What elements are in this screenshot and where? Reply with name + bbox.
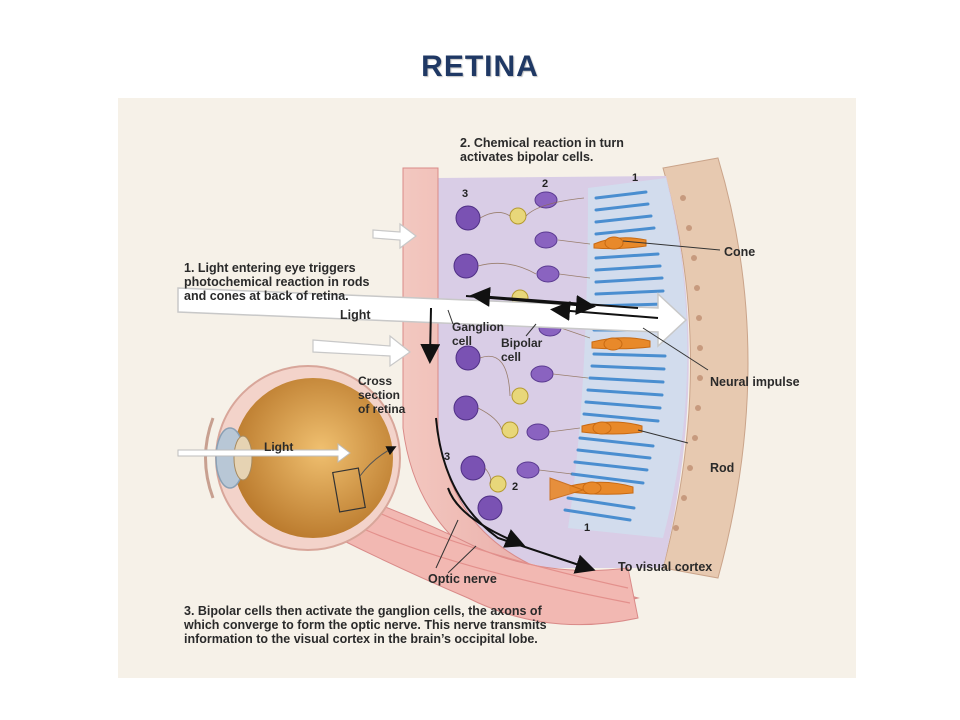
layer-number-top-2: 2: [542, 178, 549, 190]
retina-illustration: [177, 157, 749, 626]
optic-nerve-bundle: [337, 492, 639, 626]
neural-impulse-arrows: [420, 286, 659, 574]
slide-title: RETINA: [421, 50, 539, 83]
photoreceptor-region: [568, 178, 688, 538]
label-bipolar-cell: Bipolar cell: [501, 336, 543, 364]
label-step1: 1. Light entering eye triggers photochem…: [184, 261, 370, 303]
layer-number-bottom-1: 1: [584, 522, 591, 534]
label-step2: 2. Chemical reaction in turn activates b…: [460, 136, 624, 164]
label-visual-cortex: To visual cortex: [618, 560, 713, 574]
retina-diagram: 2. Chemical reaction in turn activates b…: [118, 98, 856, 678]
label-light-top: Light: [340, 308, 371, 322]
layer-number-top-1: 1: [632, 172, 639, 184]
cone-cells: [549, 236, 651, 501]
neuron-connections: [477, 197, 591, 485]
label-light-eye: Light: [264, 440, 294, 454]
label-optic-nerve: Optic nerve: [428, 572, 497, 586]
label-pointer-lines: [435, 240, 721, 574]
incoming-light-arrow-bottom: [312, 334, 412, 368]
label-cone: Cone: [724, 245, 756, 259]
label-rod: Rod: [710, 461, 735, 475]
eyeball-illustration: [177, 365, 401, 551]
label-cross-section: Cross section of retina: [358, 374, 406, 416]
label-step3: 3. Bipolar cells then activate the gangl…: [184, 604, 547, 646]
layer-number-bottom-2: 2: [512, 481, 519, 493]
layer-number-bottom-3: 3: [444, 451, 451, 463]
layer-number-top-3: 3: [462, 188, 469, 200]
label-ganglion-cell: Ganglion cell: [452, 320, 504, 348]
pigment-layer: [673, 195, 703, 531]
incoming-light-arrow-top: [372, 222, 417, 250]
label-neural-impulse: Neural impulse: [710, 375, 800, 389]
light-arrow: [177, 287, 688, 348]
